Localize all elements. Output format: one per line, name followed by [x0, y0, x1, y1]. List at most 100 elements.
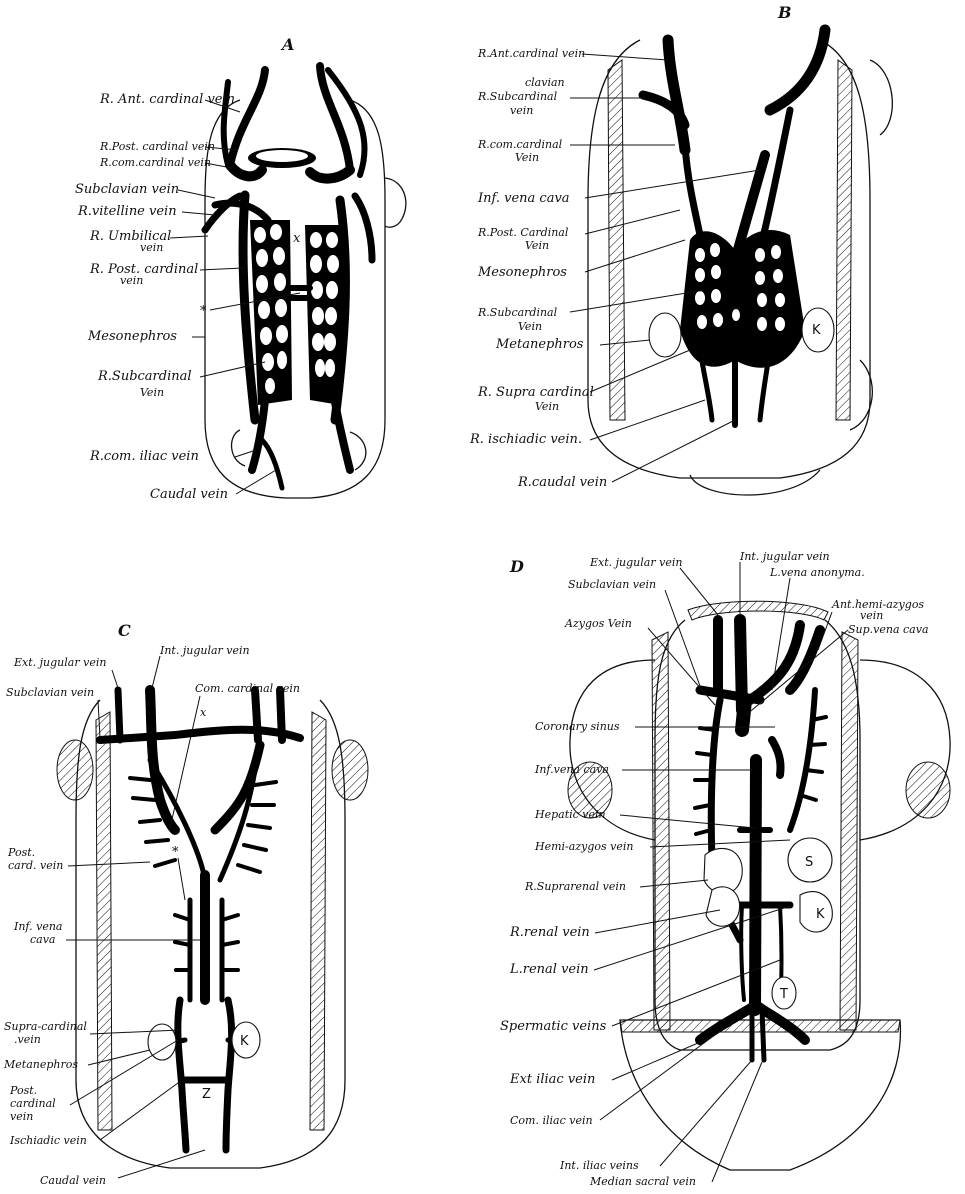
label-c-post-card-1: Post.	[7, 846, 35, 859]
panel-b-body-wall-right	[836, 60, 852, 420]
panel-d-limb-right	[906, 762, 950, 818]
label-c-int-jugular: Int. jugular vein	[159, 644, 250, 657]
label-b-mesonephros: Mesonephros	[477, 265, 567, 280]
label-b-subclavian-1: R.Subcardinal	[477, 90, 558, 103]
label-b-metanephros: Metanephros	[495, 337, 584, 352]
panel-d-body-wall-right	[840, 632, 858, 1030]
label-c-com-cardinal: Com. cardinal vein	[195, 682, 300, 695]
label-b-supracardinal-1: R. Supra cardinal	[477, 385, 594, 400]
label-a-ant-cardinal: R. Ant. cardinal vein	[99, 92, 235, 107]
panel-a-limb-bud-upper	[385, 178, 406, 227]
label-a-subclavian: Subclavian vein	[75, 182, 179, 197]
label-c-post-card-2: card. vein	[8, 859, 63, 872]
label-c-inf-vena-2: cava	[30, 933, 56, 946]
label-c-caudal: Caudal vein	[40, 1174, 106, 1187]
panel-a-left-network	[250, 220, 292, 405]
label-b-subclavian-correction: clavian	[525, 76, 565, 89]
label-d-ext-jugular: Ext. jugular vein	[589, 556, 682, 569]
label-a-post-cardinal-upper: R.Post. cardinal vein	[99, 140, 215, 153]
label-c-post-cardinal-2: cardinal	[10, 1097, 56, 1110]
label-d-hepatic: Hepatic vein	[534, 808, 606, 821]
label-c-x-mark: x	[200, 706, 207, 719]
panel-c-letter: C	[118, 621, 131, 640]
label-b-inf-vena-cava: Inf. vena cava	[477, 191, 570, 206]
panel-a-right-network	[305, 225, 345, 405]
label-a-post-cardinal-1: R. Post. cardinal	[89, 262, 198, 277]
panel-c: C K Z Ext.	[3, 621, 368, 1187]
label-a-com-iliac: R.com. iliac vein	[89, 449, 199, 464]
panel-d-letter: D	[509, 557, 524, 576]
label-a-post-cardinal-2: vein	[120, 274, 143, 287]
label-d-com-iliac: Com. iliac vein	[510, 1114, 593, 1127]
label-b-com-cardinal-2: Vein	[515, 151, 539, 164]
label-d-sup-vena-cava: Sup.vena cava	[848, 623, 929, 636]
panel-b-body-wall-left	[608, 60, 625, 420]
label-b-post-cardinal-2: Vein	[525, 239, 549, 252]
label-b-ischiadic: R. ischiadic vein.	[469, 432, 582, 447]
label-d-r-renal: R.renal vein	[509, 925, 590, 940]
label-d-l-vena-anonyma: L.vena anonyma.	[769, 566, 865, 579]
label-a-caudal: Caudal vein	[150, 487, 228, 502]
label-b-subcardinal-1: R.Subcardinal	[477, 306, 558, 319]
label-c-ext-jugular: Ext. jugular vein	[13, 656, 106, 669]
label-d-subclavian: Subclavian vein	[568, 578, 656, 591]
label-a-mesonephros: Mesonephros	[87, 329, 177, 344]
label-d-ant-hemi-2: vein	[860, 609, 883, 622]
label-a-subcardinal-1: R.Subcardinal	[97, 369, 192, 384]
panel-d-testis-letter: T	[779, 987, 788, 1002]
label-b-com-cardinal-1: R.com.cardinal	[477, 138, 563, 151]
label-d-ext-iliac: Ext iliac vein	[509, 1072, 595, 1087]
label-a-x-mark: x	[293, 231, 301, 246]
panel-b-metanephros-left	[649, 313, 681, 357]
label-d-int-iliac: Int. iliac veins	[559, 1159, 639, 1172]
label-d-suprarenal: R.Suprarenal vein	[524, 880, 626, 893]
panel-c-metanephros-left	[148, 1024, 176, 1060]
panel-b-mesonephric-network	[680, 230, 805, 368]
panel-c-z-mark: Z	[202, 1087, 211, 1102]
label-b-caudal: R.caudal vein	[517, 475, 607, 490]
label-d-coronary-sinus: Coronary sinus	[535, 720, 620, 733]
label-c-supracardinal-2: .vein	[14, 1033, 41, 1046]
panel-d: D S	[500, 550, 950, 1188]
panel-b: B	[469, 3, 892, 495]
label-a-subcardinal-2: Vein	[140, 386, 164, 399]
label-d-int-jugular: Int. jugular vein	[739, 550, 830, 563]
label-b-subcardinal-2: Vein	[518, 320, 542, 333]
label-d-spermatic: Spermatic veins	[500, 1019, 607, 1034]
panel-b-letter: B	[777, 3, 792, 22]
label-d-l-renal: L.renal vein	[509, 962, 589, 977]
label-a-asterisk: *	[200, 304, 207, 319]
label-b-supracardinal-2: Vein	[535, 400, 559, 413]
panel-a-letter: A	[280, 35, 294, 54]
panel-c-limb-right	[332, 740, 368, 800]
label-c-inf-vena-1: Inf. vena	[13, 920, 62, 933]
label-b-post-cardinal-1: R.Post. Cardinal	[477, 226, 569, 239]
label-c-post-cardinal-1: Post.	[9, 1084, 37, 1097]
label-c-post-cardinal-3: vein	[10, 1110, 33, 1123]
label-c-metanephros: Metanephros	[3, 1058, 78, 1071]
panel-d-suprarenal-letter: S	[805, 855, 813, 870]
label-d-hemi-azygos: Hemi-azygos vein	[534, 840, 633, 853]
label-a-vitelline: R.vitelline vein	[77, 204, 177, 219]
panel-d-kidney-left	[706, 887, 740, 926]
panel-d-body-wall-left	[652, 632, 670, 1030]
panel-c-limb-left	[57, 740, 93, 800]
label-d-inf-vena-cava: Inf.vena cava	[534, 763, 609, 776]
label-c-ischiadic: Ischiadic vein	[9, 1134, 87, 1147]
panel-c-body-wall-right	[310, 712, 326, 1130]
panel-b-kidney-letter: K	[812, 323, 821, 338]
panel-d-kidney-letter: K	[816, 907, 825, 922]
label-a-umbilical-2: vein	[140, 241, 163, 254]
panel-c-kidney-letter: K	[240, 1034, 249, 1049]
label-c-supracardinal-1: Supra-cardinal	[4, 1020, 87, 1033]
label-d-azygos: Azygos Vein	[564, 617, 632, 630]
label-b-ant-cardinal: R.Ant.cardinal vein	[477, 47, 585, 60]
label-a-com-cardinal: R.com.cardinal vein	[99, 156, 211, 169]
label-d-median-sacral: Median sacral vein	[589, 1175, 696, 1188]
panel-a: A	[75, 35, 406, 502]
label-b-subclavian-2: vein	[510, 104, 533, 117]
label-c-asterisk: *	[172, 845, 179, 860]
panel-c-body-wall-left	[96, 712, 112, 1130]
label-c-subclavian: Subclavian vein	[6, 686, 94, 699]
